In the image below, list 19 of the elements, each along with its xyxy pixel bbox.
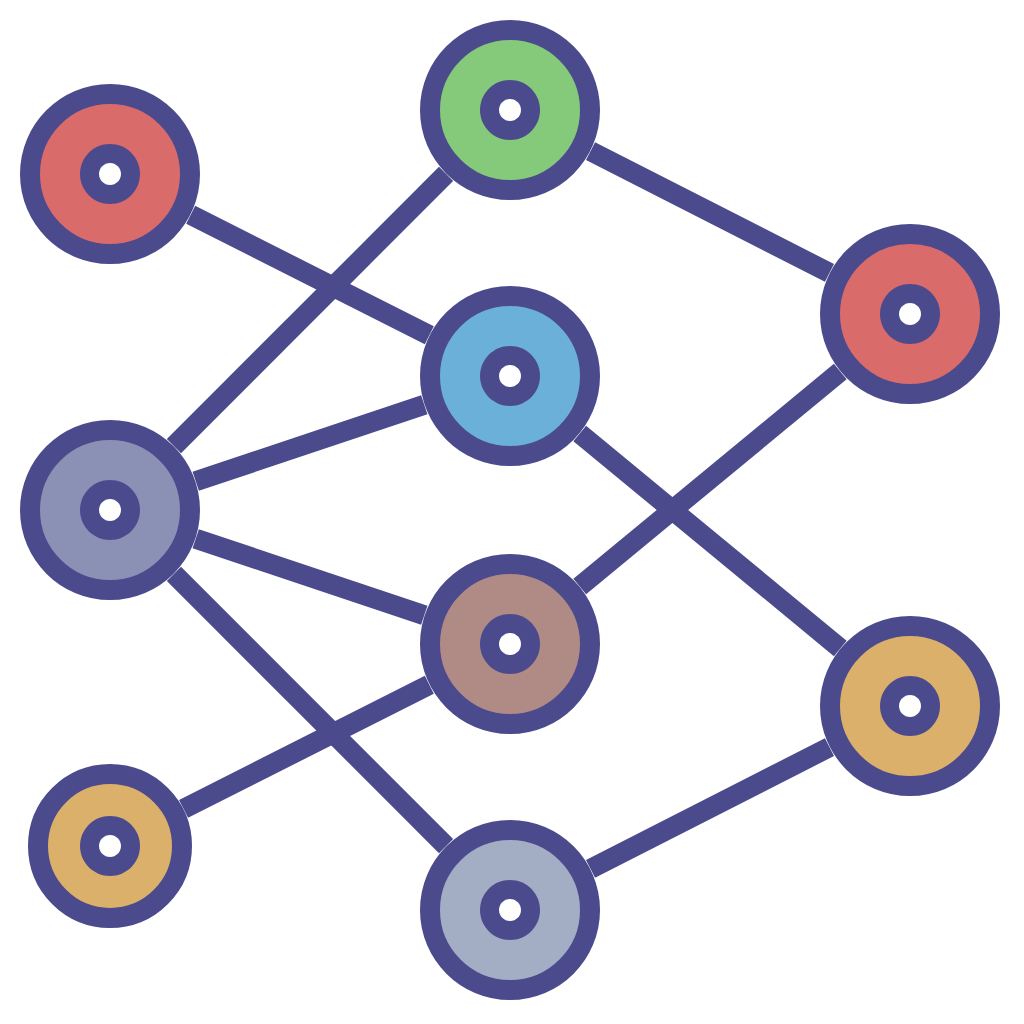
neuron-circle — [420, 820, 600, 1000]
neuron-circle — [420, 20, 600, 200]
connector-line — [186, 205, 434, 345]
connector-line — [586, 142, 834, 282]
neuron-circle — [420, 286, 600, 466]
neuron-circle — [820, 616, 1000, 796]
connector-line — [166, 166, 454, 454]
neuron-circle — [420, 554, 600, 734]
connector-line — [573, 425, 847, 657]
neuron-circle — [820, 224, 1000, 404]
neuron-circle — [28, 764, 192, 928]
connector-line — [192, 529, 428, 625]
connector-line — [573, 363, 847, 595]
connector-line — [192, 395, 428, 491]
connector-line — [166, 566, 454, 854]
neuron-circle — [20, 84, 200, 264]
connector-line — [179, 675, 434, 818]
neuron-circle — [20, 420, 200, 600]
connector-line — [586, 738, 835, 878]
